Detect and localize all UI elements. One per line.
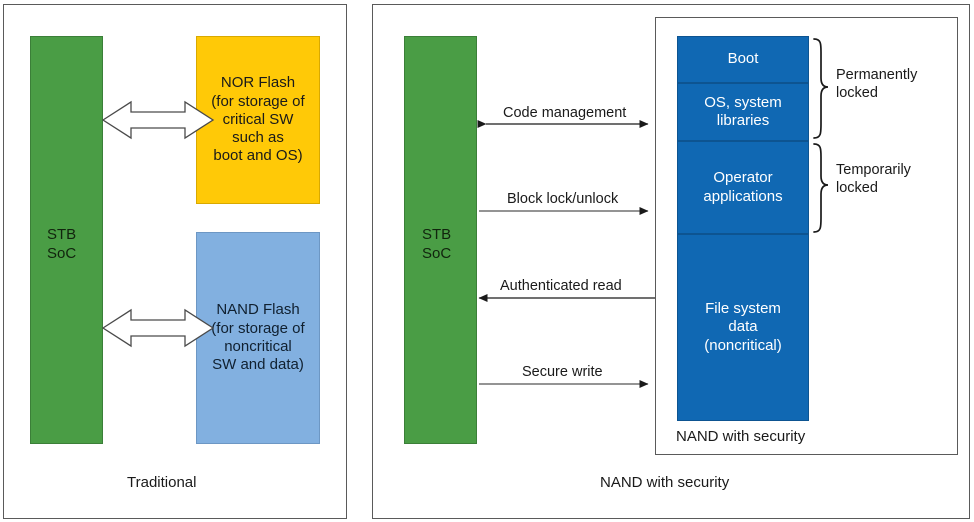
block-nor-flash-label: NOR Flash (for storage of critical SW su…: [211, 74, 305, 165]
arrow-label-code-management: Code management: [503, 105, 627, 121]
block-nor-flash: NOR Flash (for storage of critical SW su…: [196, 36, 320, 204]
block-os-system-libraries-label: OS, system libraries: [704, 93, 782, 129]
bracket-label-permanently-locked: Permanently locked: [836, 67, 918, 102]
block-operator-applications-label: Operator applications: [703, 169, 783, 205]
block-stb-soc-secure: [404, 36, 477, 444]
nand-with-security-container-caption: NAND with security: [676, 428, 806, 445]
arrow-label-secure-write: Secure write: [522, 364, 603, 380]
block-boot: Boot: [677, 36, 809, 83]
block-nand-flash: NAND Flash (for storage of noncritical S…: [196, 232, 320, 444]
block-stb-soc-secure-label: STB SoC: [422, 226, 452, 262]
block-nand-flash-label: NAND Flash (for storage of noncritical S…: [211, 301, 305, 374]
block-os-system-libraries: OS, system libraries: [677, 83, 809, 141]
block-operator-applications: Operator applications: [677, 141, 809, 234]
arrow-label-block-lock-unlock: Block lock/unlock: [507, 191, 619, 207]
arrow-label-authenticated-read: Authenticated read: [500, 278, 622, 294]
block-file-system-data-label: File system data (noncritical): [704, 300, 782, 354]
caption-traditional: Traditional: [127, 474, 197, 491]
bracket-label-temporarily-locked: Temporarily locked: [836, 162, 911, 197]
block-boot-label: Boot: [727, 50, 759, 68]
caption-nand-with-security: NAND with security: [600, 474, 730, 491]
block-stb-soc-traditional-label: STB SoC: [47, 226, 77, 262]
block-file-system-data: File system data (noncritical): [677, 234, 809, 421]
block-stb-soc-traditional: [30, 36, 103, 444]
